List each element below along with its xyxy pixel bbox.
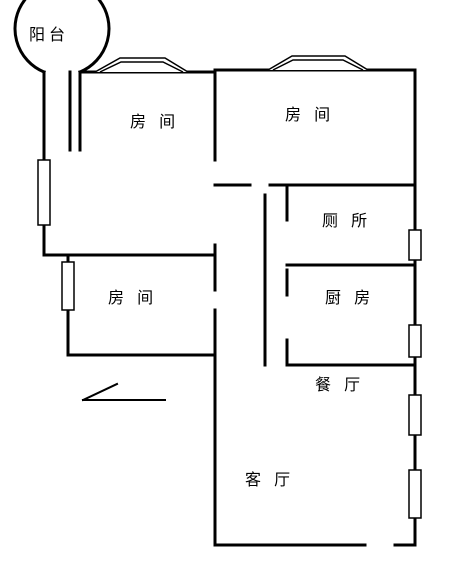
label-room-top-right: 房 间 [285,105,334,124]
label-toilet: 厕 所 [322,211,371,230]
bay-window-top-left [94,57,189,73]
label-dining: 餐 厅 [315,375,364,394]
balcony [13,0,111,152]
label-room-left: 房 间 [108,288,157,307]
window-left-room [61,261,75,311]
label-room-top-left: 房 间 [130,112,179,131]
label-kitchen: 厨 房 [325,288,374,307]
door-swing [81,382,166,402]
window-living [408,469,422,519]
window-left-outer [37,159,51,226]
window-dining [408,394,422,436]
window-toilet [408,229,422,261]
bay-window-top-right [267,55,369,71]
walls [42,68,417,547]
window-kitchen [408,324,422,358]
label-living: 客 厅 [245,470,294,489]
label-balcony: 阳台 [29,25,69,44]
